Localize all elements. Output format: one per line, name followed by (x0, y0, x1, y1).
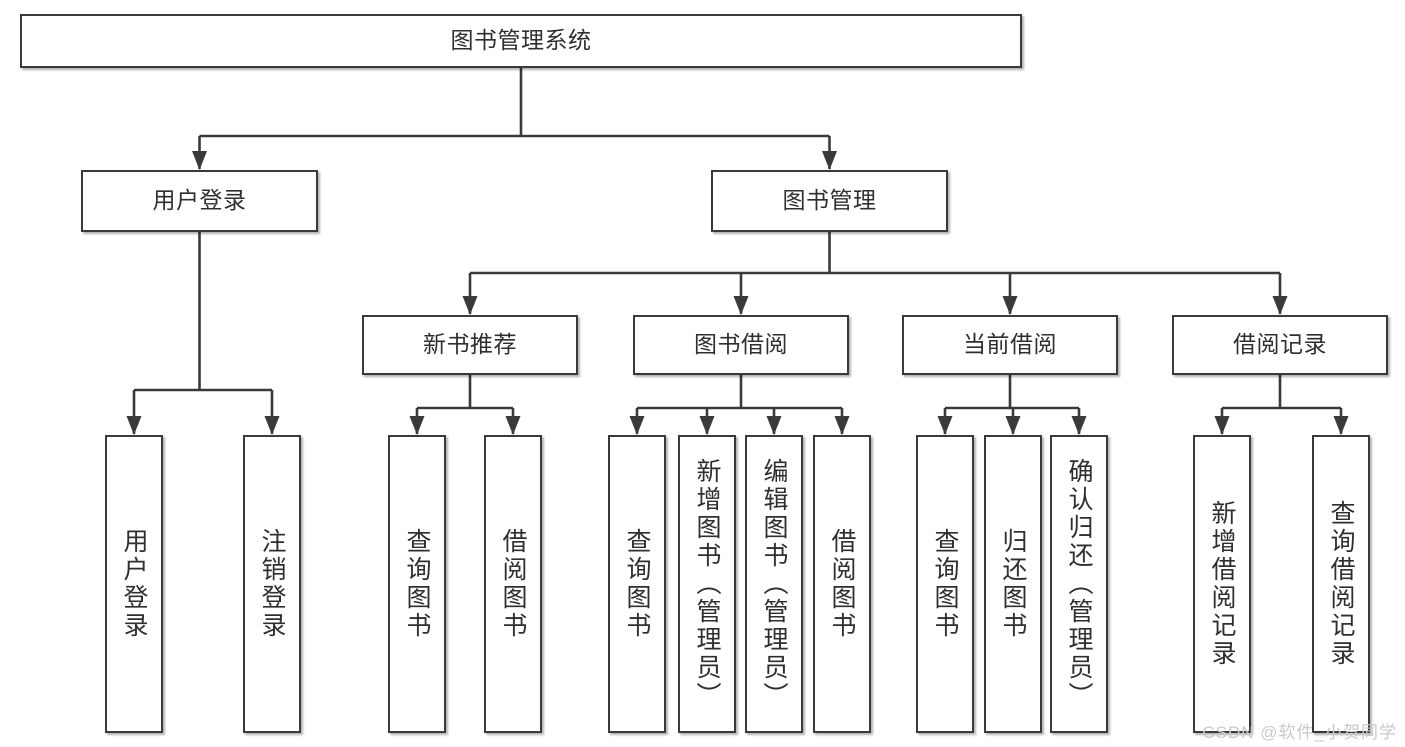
edge-arrowhead (1005, 416, 1021, 435)
edge-arrowhead (1214, 416, 1230, 435)
edge-arrowhead (766, 416, 782, 435)
node-l-confirm: 确认归还（管理员） (1050, 435, 1108, 733)
edge-arrowhead (192, 151, 207, 170)
csdn-watermark: CSDN @软件_小贺同学 (1202, 723, 1397, 742)
edge-arrowhead (1071, 416, 1087, 435)
node-label: 图书管理系统 (450, 27, 592, 54)
node-l-addrec: 新增借阅记录 (1193, 435, 1251, 733)
node-l-add: 新增图书（管理员） (678, 435, 736, 733)
node-label: 查询图书 (931, 528, 959, 640)
node-label: 新书推荐 (423, 331, 517, 358)
node-l-queryrec: 查询借阅记录 (1312, 435, 1370, 733)
edge-arrowhead (126, 416, 142, 435)
node-current: 当前借阅 (902, 315, 1118, 375)
node-label: 用户登录 (120, 528, 148, 640)
node-label: 查询图书 (403, 528, 431, 640)
node-label: 借阅图书 (828, 528, 856, 640)
node-label: 归还图书 (999, 528, 1027, 640)
edge-arrowhead (462, 296, 478, 315)
node-newbook: 新书推荐 (362, 315, 578, 375)
node-label: 新增图书（管理员） (693, 458, 721, 710)
node-label: 确认归还（管理员） (1065, 458, 1093, 710)
node-label: 编辑图书（管理员） (760, 458, 788, 710)
node-label: 用户登录 (152, 187, 247, 214)
node-l-logout: 注销登录 (243, 435, 301, 733)
edge-arrowhead (733, 296, 749, 315)
node-l-return: 归还图书 (984, 435, 1042, 733)
node-root: 图书管理系统 (20, 14, 1022, 68)
edge-arrowhead (1002, 296, 1018, 315)
node-bookmgmt: 图书管理 (711, 170, 948, 232)
node-label: 图书管理 (782, 187, 877, 214)
edge-arrowhead (505, 416, 521, 435)
node-label: 新增借阅记录 (1208, 500, 1236, 668)
node-borrow: 图书借阅 (633, 315, 849, 375)
edge-arrowhead (937, 416, 953, 435)
node-l-borrow2: 借阅图书 (813, 435, 871, 733)
node-l-query3: 查询图书 (916, 435, 974, 733)
edge-arrowhead (834, 416, 850, 435)
edge-arrowhead (822, 151, 837, 170)
node-l-edit: 编辑图书（管理员） (745, 435, 803, 733)
edge-arrowhead (264, 416, 280, 435)
node-record: 借阅记录 (1172, 315, 1388, 375)
edge-arrowhead (1272, 296, 1288, 315)
node-label: 借阅记录 (1233, 331, 1327, 358)
node-l-query2: 查询图书 (608, 435, 666, 733)
edge-arrowhead (409, 416, 425, 435)
node-label: 当前借阅 (963, 331, 1057, 358)
edge-arrowhead (629, 416, 645, 435)
node-l-borrow1: 借阅图书 (484, 435, 542, 733)
edge-arrowhead (699, 416, 715, 435)
node-label: 注销登录 (258, 528, 286, 640)
edge-arrowhead (1333, 416, 1349, 435)
node-login: 用户登录 (81, 170, 318, 232)
node-l-login: 用户登录 (105, 435, 163, 733)
node-label: 图书借阅 (694, 331, 788, 358)
node-label: 查询图书 (623, 528, 651, 640)
node-label: 查询借阅记录 (1327, 500, 1355, 668)
node-label: 借阅图书 (499, 528, 527, 640)
node-l-query1: 查询图书 (388, 435, 446, 733)
